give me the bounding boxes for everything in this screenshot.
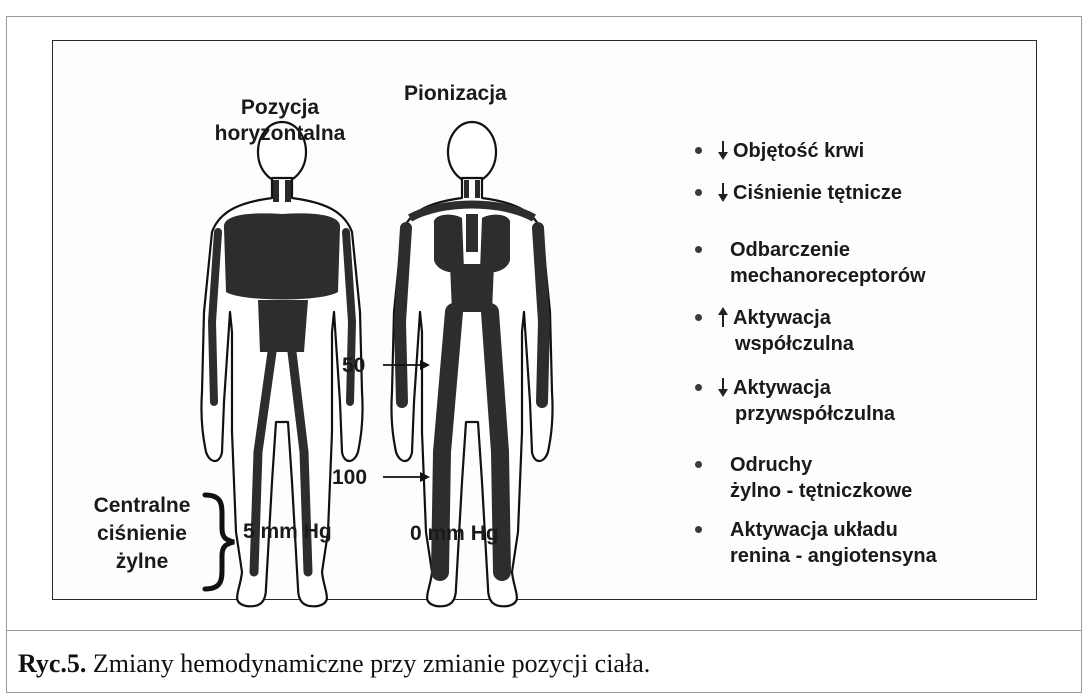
effect-line1: Aktywacja układu	[730, 517, 937, 543]
pressure-mark-100: 100	[332, 466, 367, 490]
pressure-100-arrow	[383, 472, 430, 482]
effect-line2: przywspółczulna	[733, 401, 895, 427]
effect-line1: Odbarczenie	[730, 237, 926, 263]
figure-caption: Ryc.5. Zmiany hemodynamiczne przy zmiani…	[18, 649, 650, 679]
pressure-upright: 0 mm Hg	[410, 522, 499, 546]
effect-line2: żylno - tętniczkowe	[730, 478, 912, 504]
bullet-icon	[695, 461, 702, 468]
bullet-icon	[695, 314, 702, 321]
effect-line2: współczulna	[733, 331, 854, 357]
effect-text: Ciśnienie tętnicze	[733, 180, 902, 206]
caption-divider	[6, 630, 1082, 631]
arrow-down-icon	[715, 180, 731, 204]
effect-line1: Ciśnienie tętnicze	[733, 180, 902, 206]
arrow-down-icon	[715, 138, 731, 162]
pressure-horizontal: 5 mm Hg	[243, 520, 332, 544]
effect-line1: Aktywacja	[733, 305, 854, 331]
effect-line1: Objętość krwi	[733, 138, 864, 164]
bullet-icon	[695, 147, 702, 154]
bullet-icon	[695, 384, 702, 391]
effect-text: Objętość krwi	[733, 138, 864, 164]
bullet-icon	[695, 526, 702, 533]
cvp-label: Centralne ciśnienie żylne	[82, 492, 202, 576]
caption-text: Zmiany hemodynamiczne przy zmianie pozyc…	[86, 649, 650, 678]
bullet-icon	[695, 246, 702, 253]
bullet-icon	[695, 189, 702, 196]
curly-brace	[205, 495, 234, 589]
effect-line2: renina - angiotensyna	[730, 543, 937, 569]
effect-line1: Odruchy	[730, 452, 912, 478]
effect-line2: mechanoreceptorów	[730, 263, 926, 289]
title-horizontal: Pozycja horyzontalna	[180, 95, 380, 147]
title-upright: Pionizacja	[404, 82, 507, 106]
caption-label: Ryc.5.	[18, 649, 86, 678]
effect-line1: Aktywacja	[733, 375, 895, 401]
pressure-mark-50: 50	[342, 354, 365, 378]
arrow-down-icon	[715, 375, 731, 399]
arrow-up-icon	[715, 305, 731, 329]
